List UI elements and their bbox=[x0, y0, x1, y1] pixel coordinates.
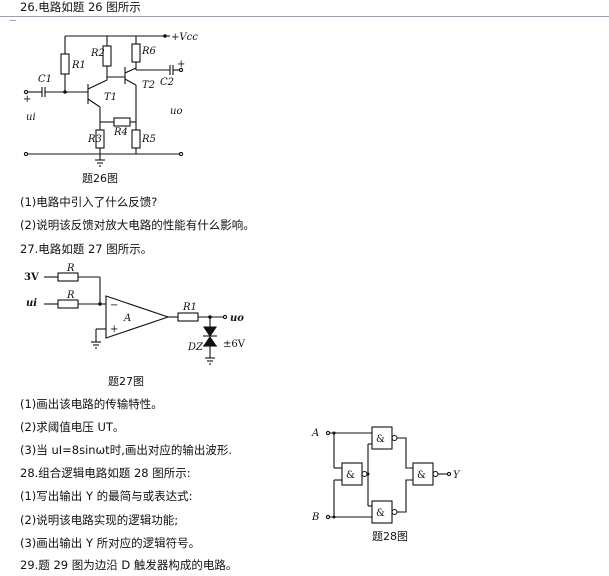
q27-question-3: (3)当 uI=8sinωt时,画出对应的输出波形. bbox=[20, 443, 233, 457]
r-top-label: R bbox=[66, 263, 75, 274]
gate-3-symbol: & bbox=[376, 508, 385, 519]
v3-label: 3V bbox=[24, 272, 39, 283]
zener-voltage-label: ±6V bbox=[223, 339, 246, 350]
r3-label: R3 bbox=[87, 134, 102, 145]
ui-label-27: ui bbox=[26, 298, 37, 309]
q26-circuit-figure: +Vcc R1 R2 R6 T2 + C2 + C1 T1 ui uo R4 bbox=[23, 32, 198, 167]
ui-label: ui bbox=[26, 112, 36, 123]
header-rule-2 bbox=[10, 20, 16, 21]
q27-caption: 题27图 bbox=[108, 375, 144, 388]
plus-out: + bbox=[177, 59, 185, 70]
uo-label: uo bbox=[170, 106, 182, 117]
q28-question-2: (2)说明该电路实现的逻辑功能; bbox=[20, 513, 179, 527]
r-bot-label: R bbox=[66, 290, 75, 301]
gate-4-symbol: & bbox=[417, 470, 426, 481]
q28-caption: 题28图 bbox=[372, 530, 408, 543]
c1-label: C1 bbox=[38, 74, 52, 85]
q29-title: 29.题 29 图为边沿 D 触发器构成的电路。 bbox=[20, 558, 238, 572]
q28-logic-figure: A B & & & & Y bbox=[311, 426, 461, 524]
q26-title: 26.电路如题 26 图所示 bbox=[20, 0, 141, 14]
plus-in: + bbox=[23, 94, 31, 105]
q26-caption: 题26图 bbox=[82, 172, 118, 185]
q28-question-3: (3)画出输出 Y 所对应的逻辑符号。 bbox=[20, 536, 201, 550]
dz-label: DZ bbox=[187, 342, 204, 353]
q27-question-1: (1)画出该电路的传输特性。 bbox=[20, 397, 163, 411]
t1-label: T1 bbox=[104, 92, 117, 103]
r1-label-27: R1 bbox=[182, 302, 197, 313]
plus-sign: + bbox=[110, 324, 118, 335]
r2-label: R2 bbox=[90, 48, 105, 59]
t2-label: T2 bbox=[142, 80, 155, 91]
q28-question-1: (1)写出输出 Y 的最简与或表达式: bbox=[20, 489, 193, 503]
q26-question-2: (2)说明该反馈对放大电路的性能有什么影响。 bbox=[20, 218, 255, 232]
vcc-label: +Vcc bbox=[171, 32, 198, 43]
minus-sign: − bbox=[110, 300, 118, 311]
r4-label: R4 bbox=[113, 127, 128, 138]
gate-2-symbol: & bbox=[376, 434, 385, 445]
q27-question-2: (2)求阈值电压 UT。 bbox=[20, 420, 125, 434]
q26-question-1: (1)电路中引入了什么反馈? bbox=[20, 195, 158, 209]
output-y-label: Y bbox=[453, 470, 461, 481]
r6-label: R6 bbox=[141, 46, 157, 57]
r5-label: R5 bbox=[141, 134, 156, 145]
q27-title: 27.电路如题 27 图所示。 bbox=[20, 242, 153, 256]
header-rule bbox=[0, 16, 609, 17]
amp-label: A bbox=[123, 313, 131, 324]
r1-label: R1 bbox=[71, 60, 86, 71]
gate-1-symbol: & bbox=[346, 470, 355, 481]
input-b-label: B bbox=[311, 512, 319, 523]
q27-circuit-figure: 3V R ui R − + A R1 uo DZ ±6V bbox=[24, 263, 246, 365]
q28-title: 28.组合逻辑电路如题 28 图所示: bbox=[20, 466, 191, 480]
input-a-label: A bbox=[311, 428, 319, 439]
uo-label-27: uo bbox=[230, 313, 244, 324]
c2-label: C2 bbox=[160, 77, 174, 88]
